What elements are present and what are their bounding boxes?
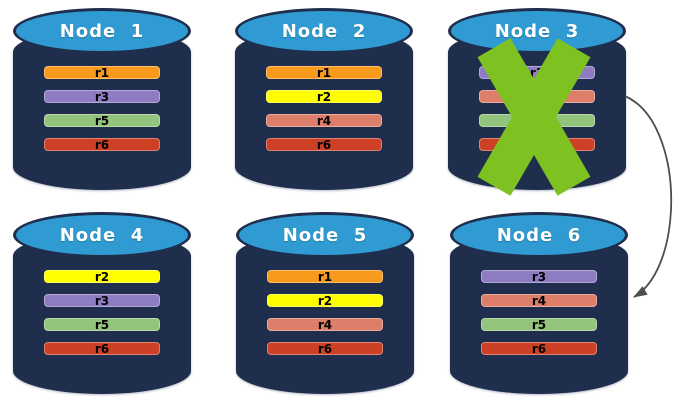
node-5: Node 5 r1 r2 r4 r6 bbox=[236, 212, 414, 394]
failure-x-icon bbox=[448, 8, 626, 196]
node-2: Node 2 r1 r2 r4 r6 bbox=[235, 8, 413, 190]
node-4-cylinder-top: Node 4 bbox=[13, 212, 191, 258]
node-6: Node 6 r3 r4 r5 r6 bbox=[450, 212, 628, 394]
node-2-cylinder-body bbox=[235, 29, 413, 190]
node-6-cylinder-top: Node 6 bbox=[450, 212, 628, 258]
node-5-cylinder-body bbox=[236, 233, 414, 394]
node-4-title: Node 4 bbox=[59, 224, 145, 246]
node-3-title: Node 3 bbox=[494, 20, 580, 42]
failover-arrow-path bbox=[624, 95, 673, 298]
node-6-cylinder-body bbox=[450, 233, 628, 394]
replica-bar: r1 bbox=[266, 66, 382, 79]
replica-bar: r3 bbox=[44, 294, 160, 307]
replica-bar: r4 bbox=[267, 318, 383, 331]
node-2-title: Node 2 bbox=[281, 20, 367, 42]
replica-bar: r6 bbox=[481, 342, 597, 355]
node-4-replica-list: r2 r3 r5 r6 bbox=[44, 270, 160, 355]
node-4: Node 4 r2 r3 r5 r6 bbox=[13, 212, 191, 394]
replica-bar: r1 bbox=[44, 66, 160, 79]
node-3-cylinder-top: Node 3 bbox=[448, 8, 626, 54]
node-1-cylinder-body bbox=[13, 29, 191, 190]
node-6-title: Node 6 bbox=[496, 224, 582, 246]
node-3: Node 3 r3 r4 r5 r6 bbox=[448, 8, 626, 196]
replica-bar: r3 bbox=[481, 270, 597, 283]
node-6-replica-list: r3 r4 r5 r6 bbox=[481, 270, 597, 355]
node-5-title: Node 5 bbox=[282, 224, 368, 246]
replica-bar: r6 bbox=[267, 342, 383, 355]
replica-bar: r6 bbox=[44, 342, 160, 355]
replica-bar: r6 bbox=[44, 138, 160, 151]
replica-bar: r5 bbox=[481, 318, 597, 331]
node-1: Node 1 r1 r3 r5 r6 bbox=[13, 8, 191, 190]
node-1-title: Node 1 bbox=[59, 20, 145, 42]
node-4-cylinder-body bbox=[13, 233, 191, 394]
replica-bar: r4 bbox=[266, 114, 382, 127]
replica-bar: r6 bbox=[266, 138, 382, 151]
replica-bar: r5 bbox=[44, 318, 160, 331]
node-2-cylinder-top: Node 2 bbox=[235, 8, 413, 54]
replica-bar: r3 bbox=[44, 90, 160, 103]
replica-bar: r4 bbox=[481, 294, 597, 307]
replica-bar: r5 bbox=[44, 114, 160, 127]
node-2-replica-list: r1 r2 r4 r6 bbox=[266, 66, 382, 151]
replica-bar: r2 bbox=[267, 294, 383, 307]
node-5-cylinder-top: Node 5 bbox=[236, 212, 414, 258]
node-1-replica-list: r1 r3 r5 r6 bbox=[44, 66, 160, 151]
replica-bar: r2 bbox=[44, 270, 160, 283]
replica-bar: r1 bbox=[267, 270, 383, 283]
node-5-replica-list: r1 r2 r4 r6 bbox=[267, 270, 383, 355]
replica-bar: r2 bbox=[266, 90, 382, 103]
node-1-cylinder-top: Node 1 bbox=[13, 8, 191, 54]
